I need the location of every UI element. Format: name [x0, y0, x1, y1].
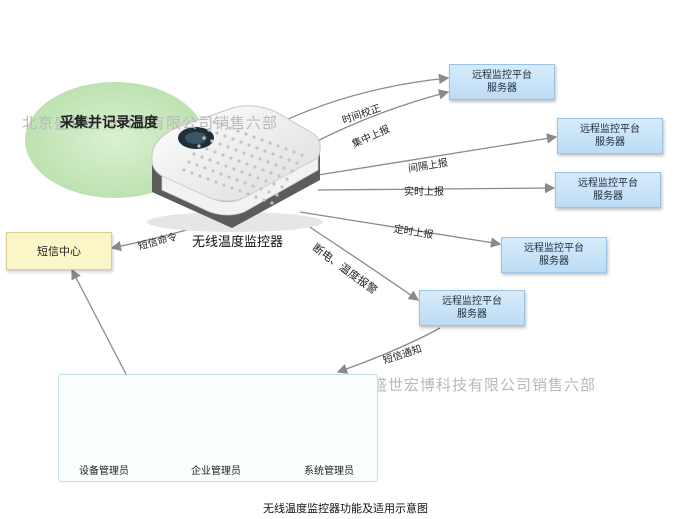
collect-label: 采集并记录温度 [60, 115, 158, 131]
wireless-temperature-monitor-device [147, 105, 323, 232]
admin-device: 设备管理员 [64, 381, 144, 477]
watermark-top: 北京盛世宏博科技有限公司销售六部 [22, 114, 279, 132]
server-label: 远程监控平台 [524, 243, 584, 254]
server-label: 远程监控平台 [578, 178, 638, 189]
admin-panel: 设备管理员 企业管理员 系统管理员 [58, 374, 378, 482]
arrow-realtime-report [317, 182, 556, 194]
admin-system-name: 系统管理员 [304, 466, 354, 477]
device-title: 无线温度监控器 [192, 235, 284, 250]
server-box-4: 远程监控平台 服务器 [501, 237, 607, 273]
admin-enterprise: 企业管理员 [176, 381, 256, 477]
sms-center-box: 短信中心 [6, 232, 112, 270]
server-box-1: 远程监控平台 服务器 [449, 64, 555, 100]
server-label: 远程监控平台 [442, 296, 502, 307]
server-box-5: 远程监控平台 服务器 [419, 290, 525, 326]
server-sublabel: 服务器 [487, 83, 517, 94]
server-box-2: 远程监控平台 服务器 [557, 118, 663, 154]
server-sublabel: 服务器 [539, 256, 569, 267]
arrow-scheduled-report [299, 211, 502, 248]
server-sublabel: 服务器 [593, 191, 623, 202]
admin-system: 系统管理员 [289, 381, 369, 477]
admin-device-name: 设备管理员 [79, 466, 129, 477]
server-label: 远程监控平台 [472, 70, 532, 81]
server-sublabel: 服务器 [595, 137, 625, 148]
server-label: 远程监控平台 [580, 124, 640, 135]
arrow-sms-notify [336, 327, 441, 374]
watermark-bottom: 北京盛世宏博科技有限公司销售六部 [340, 376, 597, 394]
admin-enterprise-name: 企业管理员 [191, 466, 241, 477]
arrow-interval-report [317, 133, 558, 176]
arrow-power-alarm [295, 217, 420, 301]
label-realtime-report: 实时上报 [404, 187, 444, 198]
server-box-3: 远程监控平台 服务器 [555, 172, 661, 208]
server-sublabel: 服务器 [457, 309, 487, 320]
arrow-admin-to-sms [71, 268, 129, 379]
diagram-caption: 无线温度监控器功能及适用示意图 [263, 502, 428, 515]
